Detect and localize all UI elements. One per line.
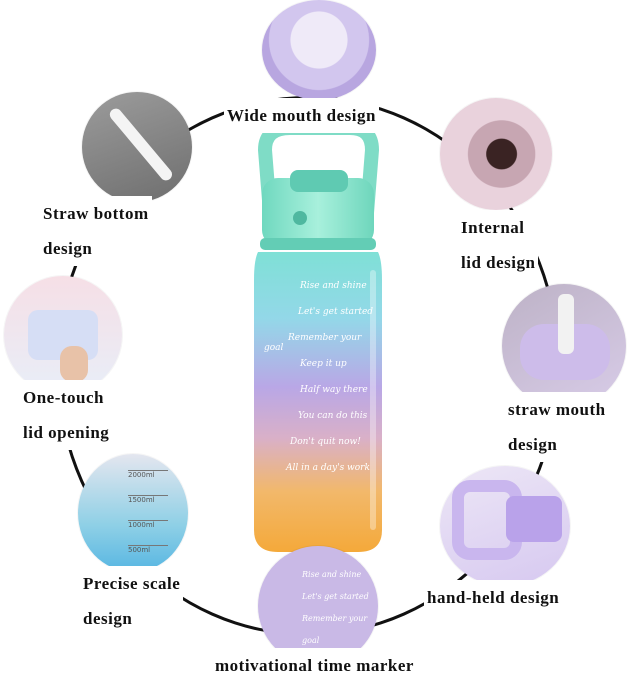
bottle-markers: Rise and shine Let's get started Remembe… [264, 281, 374, 489]
hand-held-photo [440, 466, 570, 586]
bottle-marker: Keep it up [300, 359, 347, 369]
straw-mouth-photo [502, 284, 626, 408]
precise-scale-label: Precise scale design [80, 566, 184, 636]
straw-bottom-label: Straw bottom design [40, 196, 152, 266]
wide-mouth-label: Wide mouth design [224, 98, 379, 133]
bottle-marker: Let's get started [298, 307, 374, 317]
internal-lid-label: Internal lid design [458, 210, 539, 280]
wide-mouth-photo [262, 0, 376, 100]
one-touch-photo [4, 276, 122, 394]
bottle-body [254, 252, 382, 552]
bottle-marker: You can do this [298, 411, 368, 421]
time-marker-phrases: Rise and shine Let's get started Remembe… [302, 570, 369, 645]
straw-bottom-photo [82, 92, 192, 202]
bottle-lid [262, 178, 374, 246]
bottle-marker: Half way there [300, 385, 368, 395]
scale-marks: 2000ml 1500ml 1000ml 500ml [128, 470, 168, 570]
internal-lid-photo [440, 98, 552, 210]
precise-scale-photo: 2000ml 1500ml 1000ml 500ml [78, 454, 188, 572]
hand-held-label: hand-held design [424, 580, 563, 615]
water-bottle [254, 121, 382, 552]
time-marker-label: motivational time marker [212, 648, 417, 683]
bottle-marker: Rise and shine [300, 281, 367, 291]
time-marker-photo: Rise and shine Let's get started Remembe… [258, 546, 378, 666]
bottle-marker: All in a day's work [286, 463, 370, 473]
one-touch-label: One-touch lid opening [20, 380, 113, 450]
straw-mouth-label: straw mouth design [505, 392, 609, 462]
bottle-marker: Remember your goal [264, 333, 362, 353]
bottle-marker: Don't quit now! [290, 437, 361, 447]
